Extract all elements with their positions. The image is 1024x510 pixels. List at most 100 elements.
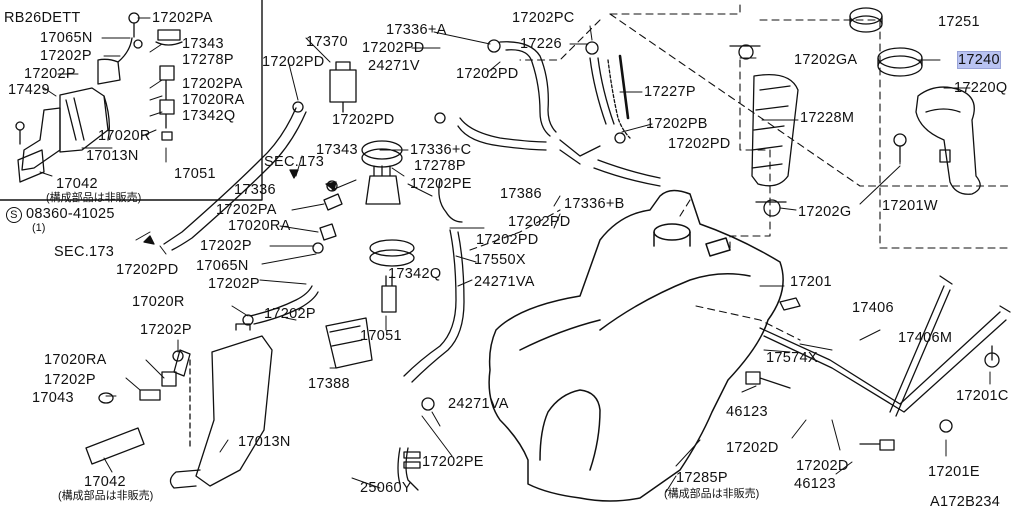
arrow-icon [325, 181, 337, 191]
part-label: 17285P [676, 470, 728, 486]
part-label: 17202D [726, 440, 779, 456]
part-label: 17202PD [362, 40, 425, 56]
part-label: 17065N [196, 258, 249, 274]
part-label: 17202PE [422, 454, 484, 470]
part-label: 17051 [360, 328, 402, 344]
part-label: 17370 [306, 34, 348, 50]
part-label: 17343 [182, 36, 224, 52]
part-label: 17202P [44, 372, 96, 388]
part-label: 08360-41025 [26, 206, 115, 222]
part-label: 17042 [56, 176, 98, 192]
left-lower-pump [85, 323, 273, 489]
fuel-pump-assembly-inset [15, 12, 183, 183]
left-hose-group [163, 61, 357, 326]
part-label: 17202PE [410, 176, 472, 192]
part-label: 17202P [40, 48, 92, 64]
part-label: 17202PD [508, 214, 571, 230]
part-label: 17202PC [512, 10, 575, 26]
diagram-code: A172B234 [930, 494, 1001, 510]
inset-frame [0, 0, 263, 201]
arrow-icon [289, 169, 299, 179]
part-label: 17202PD [116, 262, 179, 278]
part-label: 17013N [86, 148, 139, 164]
part-label: 17202PA [152, 10, 213, 26]
part-label: 24271VA [448, 396, 509, 412]
part-label: 17336+B [564, 196, 625, 212]
part-label: 17043 [32, 390, 74, 406]
part-label: 17202P [140, 322, 192, 338]
part-label: 17278P [182, 52, 234, 68]
part-label: 17202GA [794, 52, 858, 68]
part-label: 17202D [796, 458, 849, 474]
filler-neck-assembly [729, 7, 981, 217]
not-sold-note: (構成部品は非販売) [664, 488, 760, 500]
part-label: 17202PD [332, 112, 395, 128]
part-label: 17202PA [216, 202, 277, 218]
part-label: 17406M [898, 330, 953, 346]
part-label: 17342Q [182, 108, 236, 124]
section-link[interactable]: SEC.173 [264, 154, 325, 170]
part-label: 17388 [308, 376, 350, 392]
part-label: 17251 [938, 14, 980, 30]
part-label: 17202P [208, 276, 260, 292]
part-label: 17342Q [388, 266, 442, 282]
section-link[interactable]: SEC.173 [54, 244, 115, 260]
part-label: 17429 [8, 82, 50, 98]
part-label: 17202PD [262, 54, 325, 70]
tank-straps [745, 275, 1011, 451]
part-label: 17202P [24, 66, 76, 82]
part-label: 17336 [234, 182, 276, 198]
part-label: 17574X [766, 350, 818, 366]
part-label: 17227P [644, 84, 696, 100]
part-label: 46123 [794, 476, 836, 492]
part-label: 17201C [956, 388, 1009, 404]
part-label: 24271V [368, 58, 420, 74]
part-label: 17406 [852, 300, 894, 316]
circled-s-icon: S [6, 206, 22, 223]
part-label: 17020RA [182, 92, 245, 108]
part-label: 17020R [132, 294, 185, 310]
not-sold-note: (構成部品は非販売) [58, 490, 154, 502]
part-label: 17202G [798, 204, 852, 220]
part-label: 17336+A [386, 22, 447, 38]
part-label: 17343 [316, 142, 358, 158]
highlighted-part-label[interactable]: 17240 [957, 51, 1001, 69]
part-label: 17202PB [646, 116, 708, 132]
part-label: 17202P [264, 306, 316, 322]
engine-label: RB26DETT [4, 10, 81, 26]
part-label: 17020RA [228, 218, 291, 234]
part-label: 46123 [726, 404, 768, 420]
part-label: 17278P [414, 158, 466, 174]
leader-lines [39, 17, 991, 493]
part-label: 17042 [84, 474, 126, 490]
part-label: 17201E [928, 464, 980, 480]
part-label: 17226 [520, 36, 562, 52]
part-label: 17201 [790, 274, 832, 290]
part-label: 25060Y [360, 480, 412, 496]
part-label: 17202PA [182, 76, 243, 92]
part-label: 17020R [98, 128, 151, 144]
part-label: 17051 [174, 166, 216, 182]
dashed-enclosures [469, 0, 1009, 341]
part-label: 17202PD [668, 136, 731, 152]
part-label: 17550X [474, 252, 526, 268]
part-label: 17065N [40, 30, 93, 46]
part-label: 17202P [200, 238, 252, 254]
part-label: 17201W [882, 198, 938, 214]
fuel-tank [488, 189, 784, 502]
arrow-icon [143, 235, 155, 245]
quantity-note: (1) [32, 222, 46, 234]
part-label: 17220Q [954, 80, 1008, 96]
part-label: 17202PD [456, 66, 519, 82]
not-sold-note: (構成部品は非販売) [46, 192, 142, 204]
part-label: 17020RA [44, 352, 107, 368]
center-vent-hoses [397, 39, 661, 491]
part-label: 24271VA [474, 274, 535, 290]
part-label: 17013N [238, 434, 291, 450]
part-label: 17386 [500, 186, 542, 202]
part-label: 17202PD [476, 232, 539, 248]
part-label: 17336+C [410, 142, 472, 158]
part-label: 17228M [800, 110, 855, 126]
